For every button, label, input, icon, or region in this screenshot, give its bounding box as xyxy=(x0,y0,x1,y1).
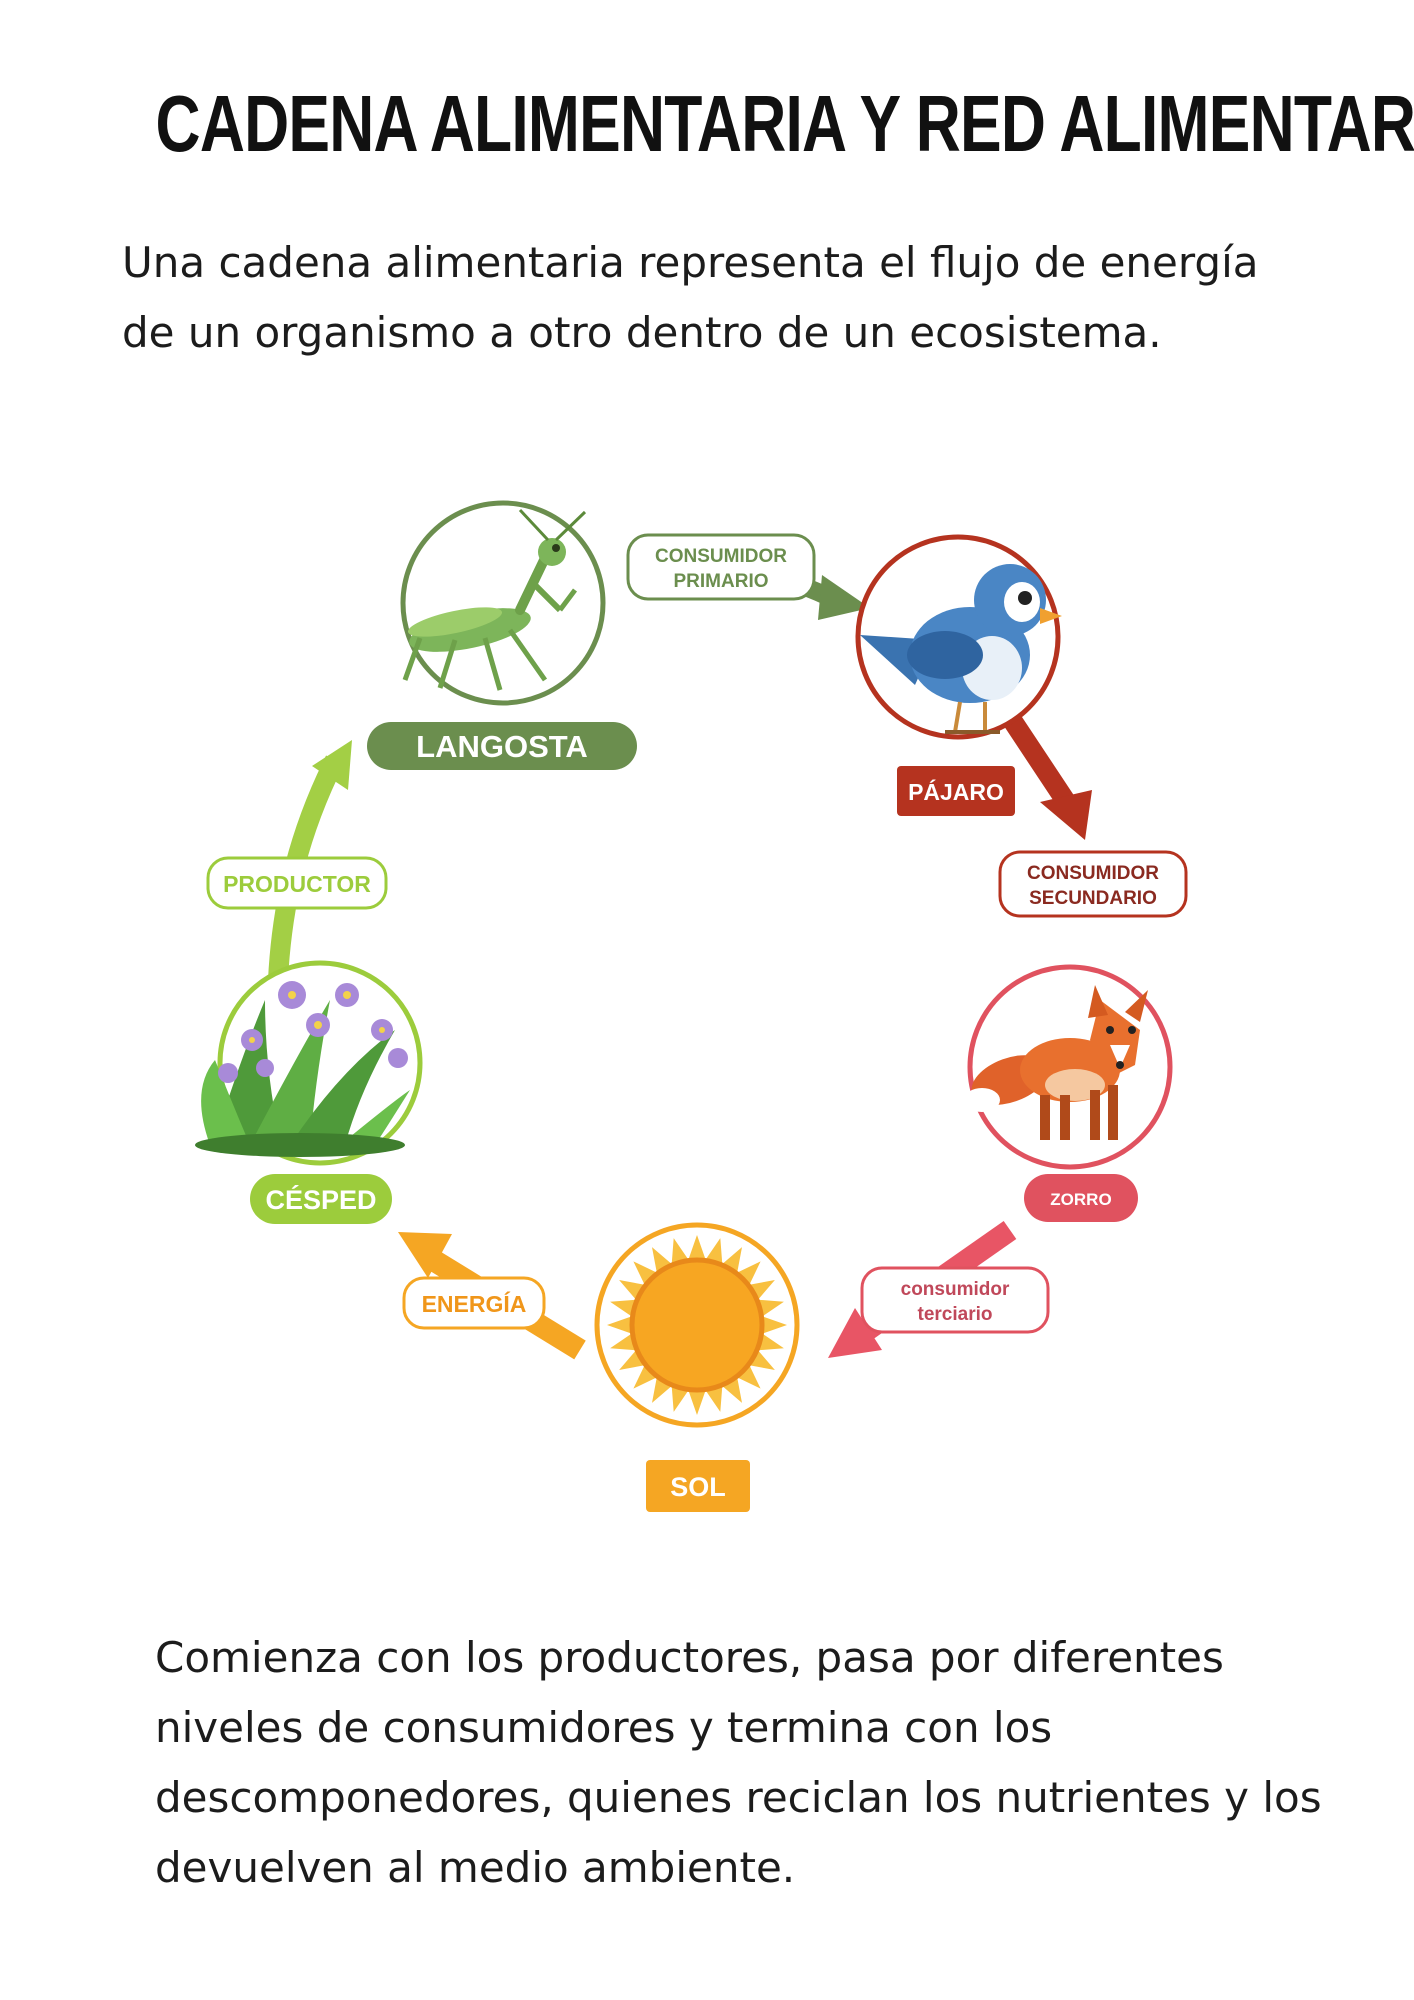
label-cesped-text: CÉSPED xyxy=(265,1184,376,1215)
badge-terciario-line2: terciario xyxy=(918,1304,993,1325)
label-zorro-text: ZORRO xyxy=(1050,1190,1111,1209)
label-sol: SOL xyxy=(646,1460,750,1512)
badge-productor-text: PRODUCTOR xyxy=(223,871,371,897)
badge-terciario-line1: consumidor xyxy=(901,1279,1010,1300)
badge-primario-line2: PRIMARIO xyxy=(674,571,769,592)
label-zorro: ZORRO xyxy=(1024,1174,1138,1222)
mantis-icon xyxy=(402,508,587,691)
badge-secundario-line1: CONSUMIDOR xyxy=(1027,863,1159,884)
badge-secundario: CONSUMIDOR SECUNDARIO xyxy=(998,850,1188,918)
badge-primario: CONSUMIDOR PRIMARIO xyxy=(626,533,816,601)
label-langosta-text: LANGOSTA xyxy=(416,729,588,764)
badge-primario-line1: CONSUMIDOR xyxy=(655,546,787,567)
arrow-secundario xyxy=(1001,711,1092,840)
badge-secundario-line2: SECUNDARIO xyxy=(1029,888,1157,909)
node-pajaro xyxy=(855,534,1062,740)
label-cesped: CÉSPED xyxy=(250,1174,392,1224)
fox-icon xyxy=(964,985,1148,1140)
node-sol xyxy=(594,1222,800,1428)
intro-paragraph: Una cadena alimentaria representa el flu… xyxy=(122,238,1259,357)
node-langosta xyxy=(400,500,606,706)
bird-icon xyxy=(860,564,1062,734)
flower-plant-icon xyxy=(195,981,410,1157)
badge-energia: ENERGÍA xyxy=(402,1276,546,1330)
food-chain-diagram: LANGOSTA PÁJARO ZORRO SOL CÉSPED CONSUMI… xyxy=(195,500,1188,1512)
badge-terciario: consumidor terciario xyxy=(860,1266,1050,1334)
badge-energia-text: ENERGÍA xyxy=(422,1290,527,1317)
node-cesped xyxy=(195,960,423,1166)
label-pajaro-text: PÁJARO xyxy=(908,778,1004,805)
node-zorro xyxy=(964,964,1173,1170)
page-title: CADENA ALIMENTARIA Y RED ALIMENTARIA xyxy=(155,79,1414,168)
sun-icon xyxy=(607,1235,787,1415)
label-pajaro: PÁJARO xyxy=(897,766,1015,816)
label-sol-text: SOL xyxy=(670,1472,726,1502)
label-langosta: LANGOSTA xyxy=(367,722,637,770)
outro-paragraph: Comienza con los productores, pasa por d… xyxy=(155,1633,1322,1892)
badge-productor: PRODUCTOR xyxy=(206,856,388,910)
